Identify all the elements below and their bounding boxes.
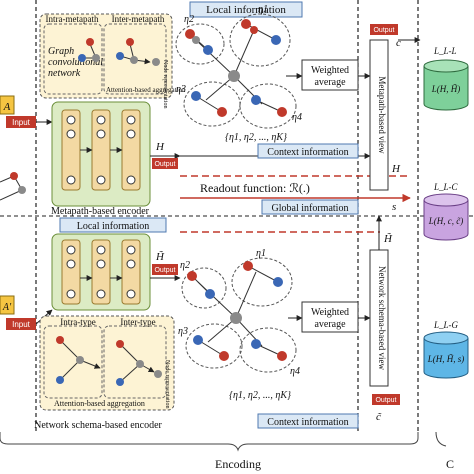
svg-text:Input: Input (12, 320, 31, 329)
vector-c-tilde: c̃ (376, 411, 382, 423)
vector-s-top: s (392, 201, 396, 213)
right-edge-label: C (446, 457, 454, 471)
loss-lc-name: L_L-C (433, 182, 459, 192)
schema-encoder-title: Network schema-based encoder (34, 420, 162, 431)
eta-label-2-bottom: η2 (180, 260, 190, 271)
inter-type-label: Inter-type (120, 317, 155, 327)
schema-eta-graph (181, 257, 297, 373)
schema-agg-label: Attention-based aggregation (54, 399, 145, 408)
svg-text:Output: Output (154, 267, 175, 274)
metapath-layers (61, 109, 141, 191)
schema-layers (61, 239, 141, 305)
local-info-bottom-box (59, 217, 167, 233)
svg-text:Weighted: Weighted (311, 65, 349, 76)
weighted-average-bottom (301, 301, 359, 333)
schema-view-label: Network schema-based view (377, 266, 387, 370)
vector-c: c (396, 37, 401, 49)
input-a-box (0, 95, 15, 115)
input-a-prime-label: A' (2, 302, 12, 313)
local-info-bottom: Local information (77, 221, 149, 232)
weighted-average-top (301, 59, 359, 91)
eta-label-2-top: η2 (184, 14, 194, 25)
loss-cylinders: L_L-L L(H, H̃) L_L-C L(H, c, c̃) L_L-G L… (423, 46, 469, 379)
metapath-node-repr: Node representation (162, 60, 168, 108)
context-info-bottom: Context information (267, 417, 348, 428)
svg-text:Output: Output (154, 161, 175, 168)
svg-text:Output: Output (375, 397, 396, 404)
intra-metapath-label: Intra-metapath (46, 14, 99, 24)
svg-text:Weighted: Weighted (311, 307, 349, 318)
metapath-mini-graph (78, 38, 160, 66)
context-info-top-box (257, 143, 359, 159)
left-graph-top (0, 172, 26, 201)
vector-h-tilde-left: H̃ (155, 250, 165, 263)
global-info: Global information (272, 203, 349, 214)
local-info-top: Local information (206, 4, 286, 16)
metapath-view-label: Metapath-based view (377, 76, 387, 154)
eta-set-bottom: {η1, η2, ..., ηK} (229, 390, 291, 401)
encoding-label: Encoding (215, 457, 261, 471)
metapath-agg-label: Attention-based aggregation (106, 86, 186, 94)
context-info-bottom-box (257, 413, 359, 429)
readout-function: Readout function: ℛ(.) (200, 181, 310, 195)
svg-text:average: average (314, 319, 346, 330)
context-info-top: Context information (267, 147, 348, 158)
input-tag-bottom (6, 318, 36, 330)
svg-text:Output: Output (373, 27, 394, 34)
eta-set-top: {η1, η2, ..., ηK} (225, 132, 287, 143)
eta-label-3-bottom: η3 (178, 326, 188, 337)
loss-ll-name: L_L-L (433, 46, 457, 56)
eta-label-4-top: η4 (292, 112, 302, 123)
eta-label-1-top: η1 (258, 4, 268, 15)
eta-label-1-bottom: η1 (256, 248, 266, 259)
metapath-view-box (369, 39, 389, 191)
global-info-box (261, 199, 359, 215)
vector-h-top: H (155, 141, 165, 153)
loss-lg-formula: L(H, H̃, s) (427, 354, 465, 364)
inter-metapath-label: Inter-metapath (112, 14, 165, 24)
metapath-eta-graph (175, 13, 297, 129)
eta-label-4-bottom: η4 (290, 366, 300, 377)
input-a-prime-box (0, 295, 15, 315)
svg-text:Input: Input (12, 118, 31, 127)
schema-node-repr: Node representation (164, 360, 170, 408)
vector-h-tilde-right: H̃ (383, 232, 393, 245)
schema-mini-graph (56, 336, 162, 386)
eta-label-3-top: η3 (176, 84, 186, 95)
intra-type-label: Intra-type (60, 317, 95, 327)
encoding-brace (0, 432, 419, 452)
loss-ll-formula: L(H, H̃) (431, 84, 461, 94)
loss-lg-name: L_L-G (433, 320, 459, 330)
loss-lc-formula: L(H, c, c̃) (428, 216, 464, 226)
vector-h-right: H (391, 163, 401, 175)
metapath-encoder-title: Metapath-based encoder (51, 206, 150, 217)
input-tag-top (6, 116, 36, 128)
input-a-label: A (3, 101, 11, 113)
output-tag-h (152, 158, 178, 169)
svg-text:average: average (314, 77, 346, 88)
